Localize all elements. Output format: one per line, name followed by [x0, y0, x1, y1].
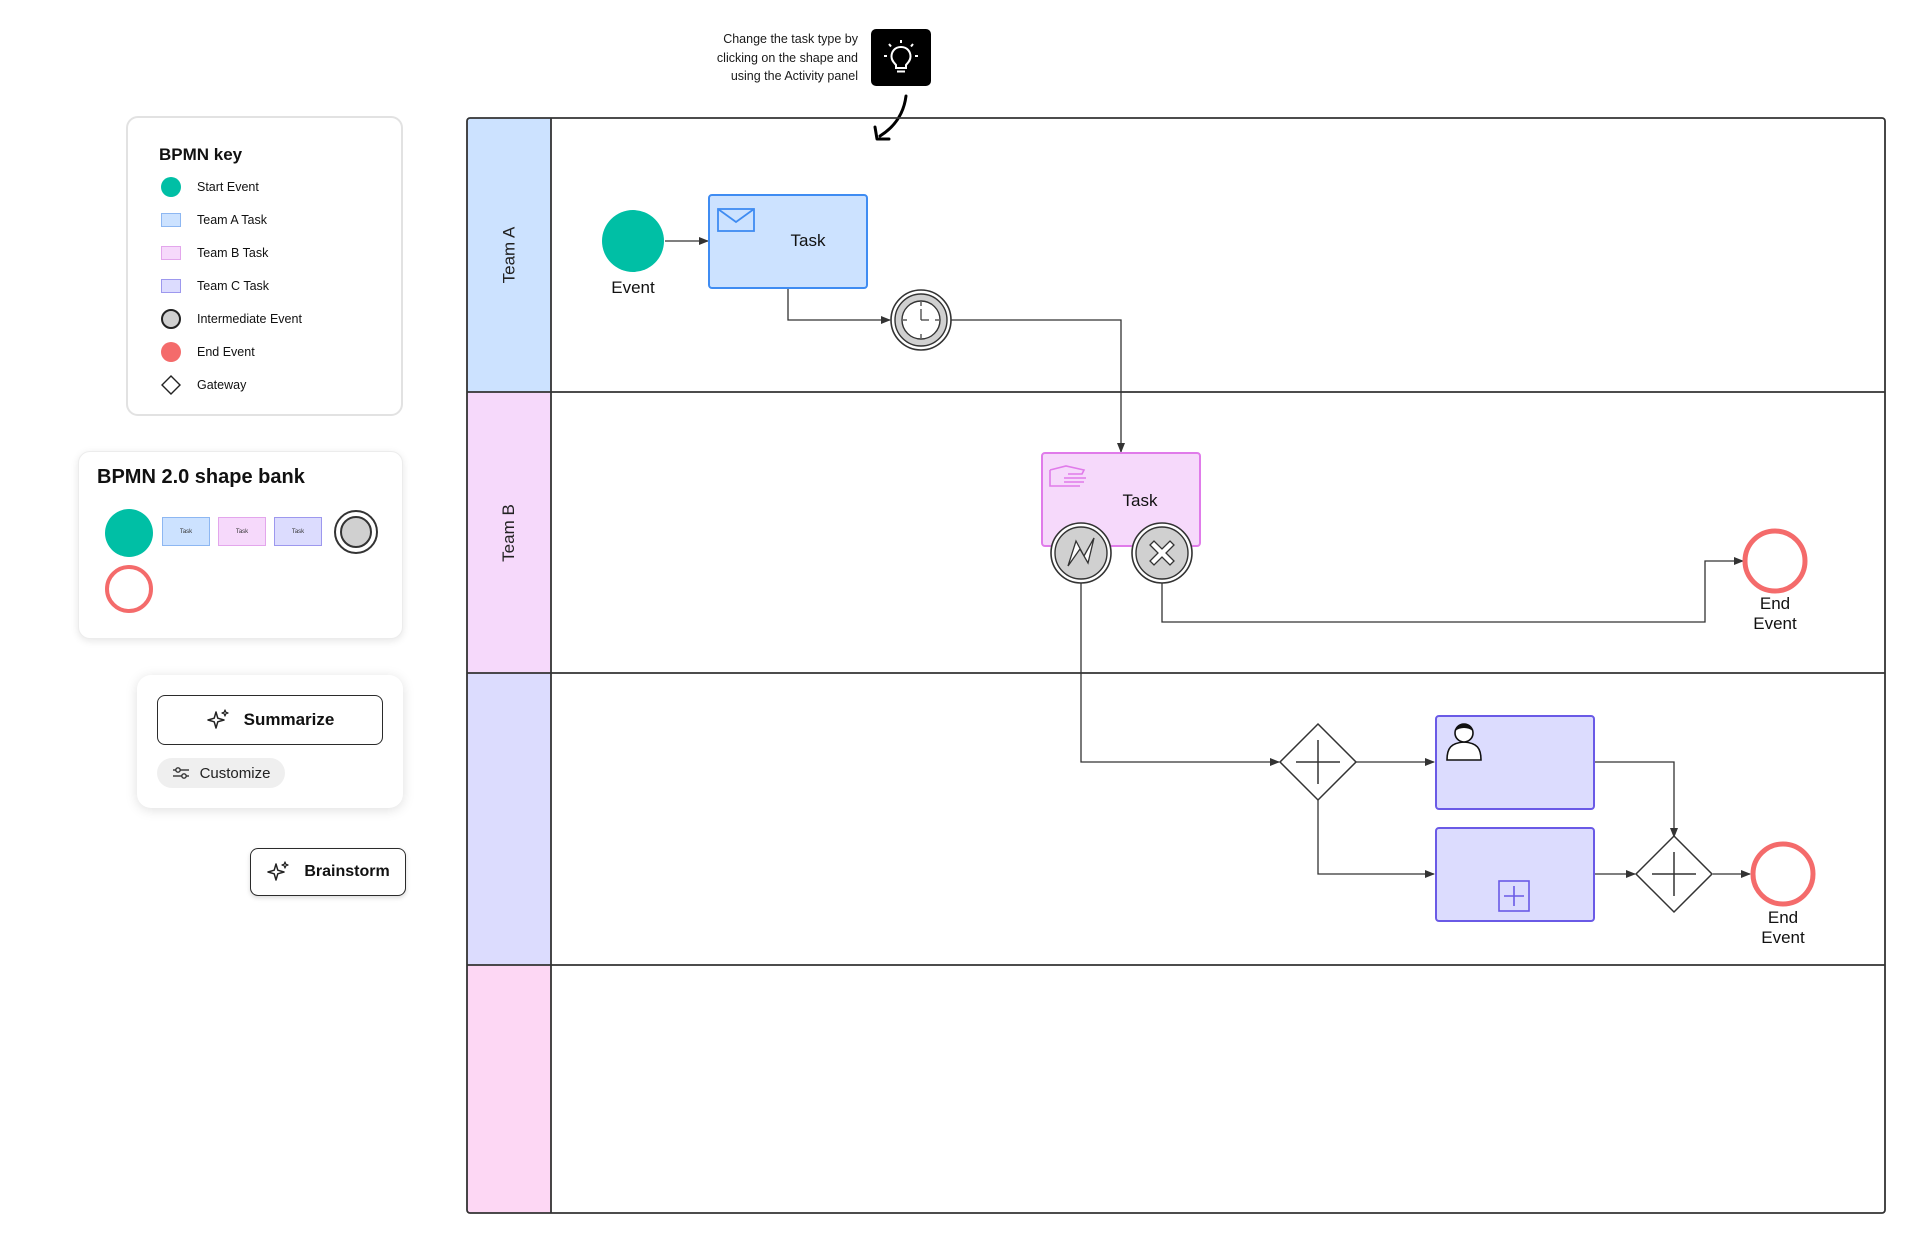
bank-team-c-task[interactable]: Task: [274, 517, 322, 546]
lane-label-team-b: Team B: [467, 392, 551, 673]
team-b-task-swatch: [161, 246, 181, 260]
flow-timer-to-task-b: [951, 319, 1125, 453]
shape-bank-title: BPMN 2.0 shape bank: [97, 466, 305, 488]
task-a-label: Task: [790, 231, 826, 250]
tip-line: using the Activity panel: [730, 69, 858, 83]
key-item-gateway: Gateway: [161, 375, 246, 395]
end-event-c[interactable]: [1750, 841, 1816, 907]
end-event-label-line: End: [1759, 594, 1791, 613]
user-icon: [1446, 723, 1482, 761]
key-item-label: Team A Task: [197, 213, 267, 227]
summarize-button[interactable]: Summarize: [157, 695, 383, 745]
tip-line: Change the task type by: [723, 32, 858, 46]
envelope-icon: [717, 208, 755, 232]
tip-text: Change the task type by clicking on the …: [620, 30, 858, 86]
end-event-label-line: Event: [1761, 928, 1805, 947]
key-item-label: Gateway: [197, 378, 247, 392]
key-item-label: Intermediate Event: [197, 312, 302, 326]
start-event-swatch: [161, 177, 181, 197]
ai-actions-card: Summarize Customize: [137, 675, 403, 808]
key-item-intermediate-event: Intermediate Event: [161, 309, 302, 329]
error-event[interactable]: [1050, 522, 1112, 584]
end-event-c-label: End Event: [1733, 908, 1833, 948]
task-b-label: Task: [1122, 491, 1158, 510]
subprocess-task[interactable]: [1435, 827, 1595, 922]
gateway-swatch: [161, 375, 181, 395]
tip-arrowhead: [873, 125, 891, 141]
flow-error-to-gateway: [1080, 583, 1280, 766]
key-item-end-event: End Event: [161, 342, 255, 362]
task-a[interactable]: [708, 194, 868, 289]
hand-icon: [1049, 465, 1086, 487]
summarize-label: Summarize: [243, 710, 335, 729]
flow-cancel-to-end-b: [1161, 557, 1744, 623]
gateway-join[interactable]: [1634, 834, 1714, 914]
lane-header-team-b: [467, 392, 551, 673]
lightbulb-icon: [871, 29, 931, 86]
key-item-label: Start Event: [197, 180, 259, 194]
intermediate-event-swatch: [161, 309, 181, 329]
brainstorm-label: Brainstorm: [304, 863, 390, 880]
end-event-b[interactable]: [1742, 528, 1808, 594]
lane-header-team-a: [467, 118, 551, 392]
pool-border: [466, 117, 1886, 1214]
key-item-team-a-task: Team A Task: [161, 210, 267, 230]
end-event-b-label: End Event: [1725, 594, 1825, 634]
cancel-event[interactable]: [1131, 522, 1193, 584]
key-item-label: End Event: [197, 345, 255, 359]
gateway-split[interactable]: [1278, 722, 1358, 802]
flow-user-task-to-join: [1595, 761, 1678, 838]
key-item-label: Team C Task: [197, 279, 270, 293]
user-task[interactable]: [1435, 715, 1595, 810]
start-event[interactable]: [602, 210, 664, 272]
tip-arrow: [878, 94, 908, 138]
key-item-start-event: Start Event: [161, 177, 259, 197]
start-event-label: Event: [611, 278, 655, 297]
end-event-label-line: End: [1767, 908, 1799, 927]
bank-intermediate-event[interactable]: [334, 510, 378, 554]
lane-header-team-d: [467, 965, 551, 1213]
team-c-task-swatch: [161, 279, 181, 293]
customize-button[interactable]: Customize: [157, 758, 285, 788]
sparkle-icon: [267, 861, 289, 881]
key-title: BPMN key: [159, 145, 243, 164]
bank-team-b-task[interactable]: Task: [218, 517, 266, 546]
lane-label-text: Team B: [498, 503, 518, 562]
bank-end-event[interactable]: [105, 565, 153, 613]
bank-start-event[interactable]: [105, 509, 153, 557]
sliders-icon: [172, 767, 189, 779]
flow-gateway-to-subprocess: [1317, 800, 1435, 878]
key-item-label: Team B Task: [197, 246, 269, 260]
shape-bank-card: BPMN 2.0 shape bank Task Task Task: [78, 451, 403, 639]
cancel-x-icon: [1149, 540, 1175, 566]
lightning-icon: [1067, 537, 1095, 567]
lane-header-team-c: [467, 673, 551, 965]
team-a-task-swatch: [161, 213, 181, 227]
end-event-label-line: Event: [1753, 614, 1797, 633]
key-item-team-c-task: Team C Task: [161, 276, 269, 296]
timer-event[interactable]: [890, 289, 952, 351]
lane-label-team-a: Team A: [467, 118, 551, 392]
sparkle-icon: [206, 709, 229, 729]
flow-task-a-to-timer: [787, 288, 891, 324]
bank-team-a-task[interactable]: Task: [162, 517, 210, 546]
customize-label: Customize: [199, 764, 271, 782]
end-event-swatch: [161, 342, 181, 362]
tip-line: clicking on the shape and: [716, 50, 858, 65]
expand-plus-icon: [1498, 880, 1530, 912]
key-item-team-b-task: Team B Task: [161, 243, 268, 263]
brainstorm-button[interactable]: Brainstorm: [250, 848, 406, 896]
bpmn-key-card: BPMN key Start Event Team A Task Team B …: [126, 116, 403, 416]
lane-label-text: Team A: [498, 226, 518, 284]
